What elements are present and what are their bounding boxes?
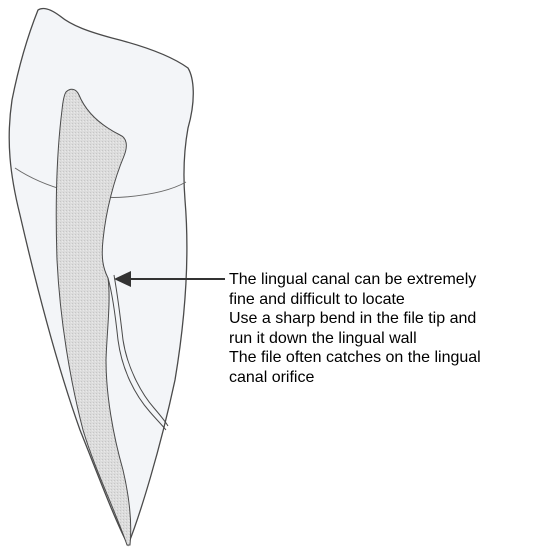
annotation-line: canal orifice [229, 368, 545, 388]
annotation-text: The lingual canal can be extremely fine … [229, 270, 545, 387]
annotation-line: The lingual canal can be extremely [229, 270, 545, 290]
annotation-line: run it down the lingual wall [229, 329, 545, 349]
annotation-line: The file often catches on the lingual [229, 348, 545, 368]
annotation-line: fine and difficult to locate [229, 290, 545, 310]
annotation-line: Use a sharp bend in the file tip and [229, 309, 545, 329]
